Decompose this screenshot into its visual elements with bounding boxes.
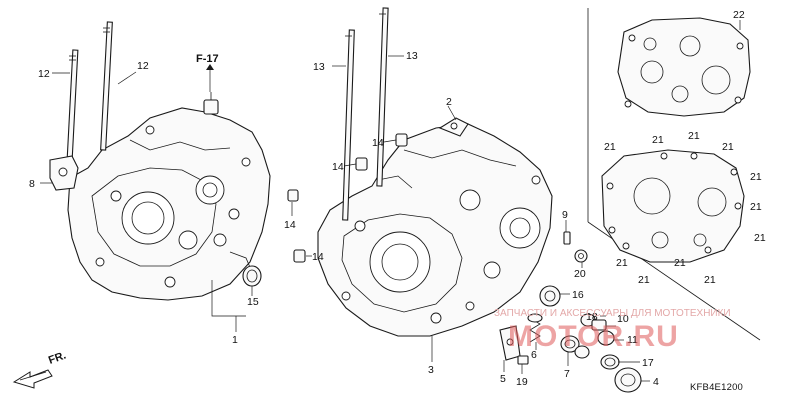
reference-arrow-f17	[206, 64, 214, 92]
callout-21-d: 21	[722, 141, 734, 153]
oil-seal-15	[242, 265, 262, 287]
callout-19: 19	[516, 376, 528, 388]
callout-14-b: 14	[332, 161, 344, 173]
callout-5: 5	[500, 373, 506, 385]
callout-14-left: 14	[284, 219, 296, 231]
front-direction-marker: FR.	[12, 349, 68, 389]
stud-bolt-left-12b	[100, 21, 113, 151]
spring-part-10	[591, 319, 607, 331]
callout-13-left: 13	[313, 61, 325, 73]
reference-label: F-17	[196, 53, 219, 65]
callout-14-a: 14	[372, 137, 384, 149]
stud-bolt-left-12a	[66, 49, 79, 161]
bolt-part-19	[517, 355, 529, 365]
callout-18: 18	[586, 311, 598, 323]
callout-12-top: 12	[137, 60, 149, 72]
callout-21-f: 21	[750, 201, 762, 213]
right-crankcase-half	[317, 117, 553, 337]
watermark-logo: MOTOR.RU	[508, 320, 679, 353]
watermark: ЗАПЧАСТИ И АКСЕССУАРЫ ДЛЯ МОТОТЕХНИКИ MO…	[494, 308, 731, 353]
leader-lines	[40, 20, 741, 382]
callout-15: 15	[247, 296, 259, 308]
callout-12-left: 12	[38, 68, 50, 80]
drain-plug-part-4	[614, 367, 642, 393]
callout-21-e: 21	[750, 171, 762, 183]
oring-part-17	[600, 354, 620, 370]
plate-part-5	[499, 325, 521, 361]
watermark-text: ЗАПЧАСТИ И АКСЕССУАРЫ ДЛЯ МОТОТЕХНИКИ	[494, 308, 731, 319]
gasket-upper	[617, 17, 751, 117]
callout-21-b: 21	[652, 134, 664, 146]
callout-21-c: 21	[688, 130, 700, 142]
left-crankcase-half	[67, 92, 271, 301]
oring-part-7	[560, 335, 590, 359]
callout-17: 17	[642, 357, 654, 369]
callout-6: 6	[531, 349, 537, 361]
callout-21-k: 21	[704, 274, 716, 286]
front-marker-label: FR.	[47, 349, 68, 366]
diagram-code: KFB4E1200	[690, 382, 743, 393]
dowel-pin-left-14	[287, 189, 299, 202]
callout-3: 3	[428, 364, 434, 376]
callout-22: 22	[733, 9, 745, 21]
callout-21-j: 21	[674, 257, 686, 269]
callout-9: 9	[562, 209, 568, 221]
washer-part-20	[574, 249, 588, 263]
bracket-part-8	[49, 155, 79, 191]
callout-11: 11	[627, 334, 638, 346]
callout-13-right: 13	[406, 50, 418, 62]
callout-21-a: 21	[604, 141, 616, 153]
spring-part-6	[527, 313, 543, 343]
callout-1: 1	[232, 334, 238, 346]
callout-14-c: 14	[312, 251, 324, 263]
bolt-part-9	[563, 231, 571, 245]
callout-21-i: 21	[638, 274, 650, 286]
oil-seal-16	[539, 285, 561, 307]
callout-21-h: 21	[616, 257, 628, 269]
cap-part-11	[597, 330, 615, 346]
dowel-pin-14b	[355, 157, 368, 171]
dowel-pin-14a	[395, 133, 408, 147]
callout-7: 7	[564, 368, 570, 380]
callout-10: 10	[617, 313, 629, 325]
callout-16: 16	[572, 289, 584, 301]
stud-bolt-right-13b	[376, 7, 389, 187]
dowel-pin-14c	[293, 249, 306, 263]
callout-labels: 12 12 8 14 15 1 13 13 2 14 14 14 9 20 16…	[29, 9, 766, 388]
callout-20: 20	[574, 268, 586, 280]
gasket-lower	[601, 149, 745, 263]
callout-8: 8	[29, 178, 35, 190]
callout-2: 2	[446, 96, 452, 108]
callout-21-g: 21	[754, 232, 766, 244]
callout-4: 4	[653, 376, 659, 388]
stud-bolt-right-13a	[342, 29, 355, 221]
